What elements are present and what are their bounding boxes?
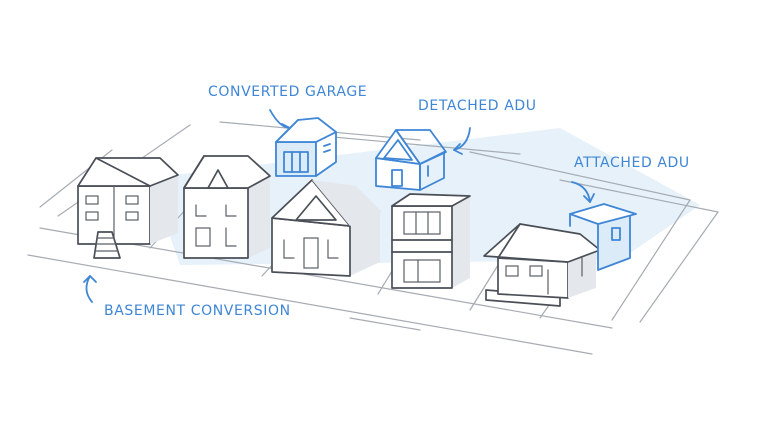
label-detached-adu: DETACHED ADU xyxy=(418,98,537,114)
arrow-to-attached-adu xyxy=(571,181,591,203)
house-gable xyxy=(271,179,382,277)
arrow-to-detached-adu xyxy=(453,127,471,151)
converted-garage-structure xyxy=(275,117,337,177)
label-attached-adu: ATTACHED ADU xyxy=(574,155,690,171)
detached-adu-structure xyxy=(375,129,447,191)
house-basement-conversion xyxy=(77,157,179,259)
house-two-story xyxy=(183,155,271,259)
house-modern xyxy=(391,193,471,289)
house-ranch xyxy=(483,223,601,307)
label-converted-garage: CONVERTED GARAGE xyxy=(208,84,368,100)
label-basement-conversion: BASEMENT CONVERSION xyxy=(104,303,291,319)
callout-arrows xyxy=(83,109,595,303)
attached-adu-structure xyxy=(569,203,637,271)
arrow-to-garage xyxy=(269,109,291,129)
